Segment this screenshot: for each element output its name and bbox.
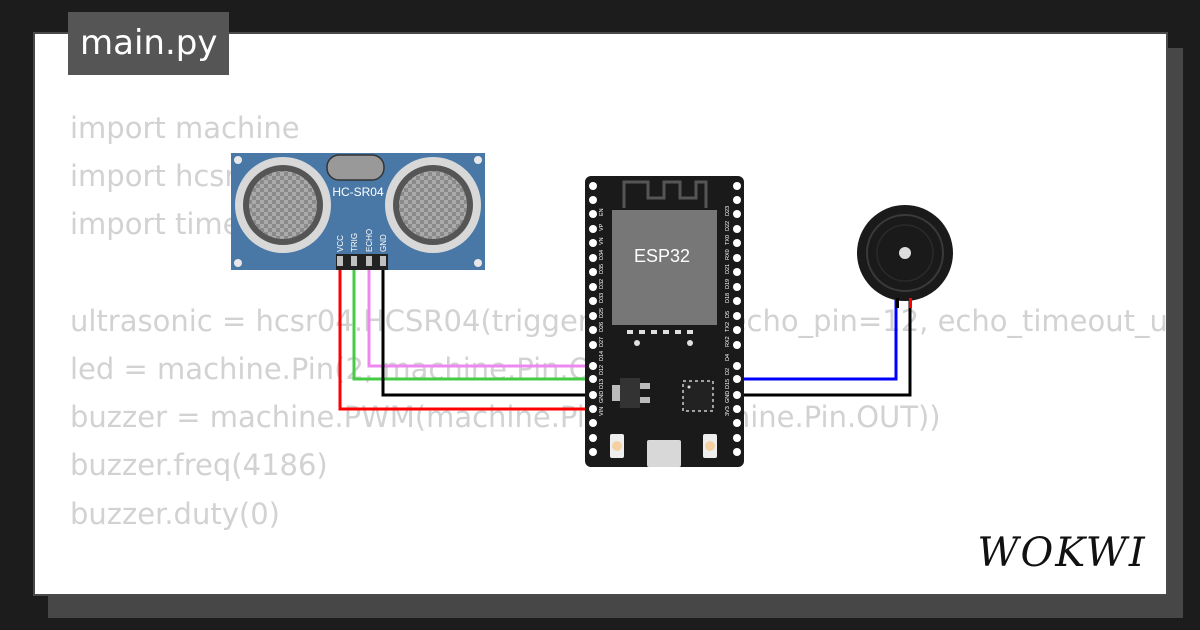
pin-label-d14: D14 (599, 351, 605, 361)
pin-label-en: EN (599, 208, 605, 216)
pin-label-d15: D15 (725, 379, 731, 389)
wire-trig[interactable] (352, 268, 593, 381)
pin-label-d5: D5 (725, 311, 731, 318)
pin-label-vin: VIN (599, 407, 605, 416)
pin-label-d25: D25 (599, 308, 605, 318)
usb-port (647, 440, 681, 467)
pin-label-3v3: 3V3 (725, 406, 731, 416)
esp32-board[interactable]: ESP32 (585, 176, 744, 467)
sensor-pin-vcc: VCC (336, 235, 345, 252)
code-line: while True: (70, 586, 1166, 594)
pin-label-vn: VN (599, 237, 605, 245)
esp32-left-pins (589, 182, 597, 456)
code-line: import time (70, 207, 241, 242)
pin-label-d13: D13 (599, 379, 605, 389)
esp32-antenna (622, 180, 708, 208)
buzzer-center (899, 247, 911, 259)
sensor-transducer-left (235, 157, 331, 253)
esp32-left-pin-labels: EN VP VN D34 D35 D32 D33 D25 D26 D27 D14… (599, 208, 605, 416)
wire-vcc[interactable] (338, 268, 593, 411)
pin-label-d33: D33 (599, 293, 605, 303)
sensor-pin-labels: VCC TRIG ECHO GND (336, 229, 388, 252)
pin-label-rx2: RX2 (725, 336, 731, 347)
esp32-module (612, 210, 717, 325)
pin-label-d23: D23 (725, 206, 731, 216)
esp32-module-pads (627, 330, 693, 346)
esp32-right-pins (733, 182, 741, 456)
code-line: buzzer.freq(4186) (70, 448, 328, 483)
pin-label-d4: D4 (725, 354, 731, 361)
sensor-pin-gnd: GND (379, 234, 388, 252)
pin-label-tx0: TX0 (725, 235, 731, 245)
esp32-regulator (612, 378, 650, 408)
esp32-usb-chip (682, 380, 714, 412)
pin-label-vp: VP (599, 223, 605, 231)
pin-label-d26: D26 (599, 322, 605, 332)
pin-label-d2: D2 (725, 368, 731, 375)
pin-label-tx2: TX2 (725, 322, 731, 332)
pin-label-d22: D22 (725, 221, 731, 231)
sensor-label: HC-SR04 (332, 185, 384, 199)
wires (338, 268, 912, 411)
sensor-pin-echo: ECHO (365, 229, 374, 252)
esp32-buttons (610, 434, 717, 458)
pin-label-gnd-right: GND (725, 391, 731, 403)
pin-label-d12: D12 (599, 365, 605, 375)
sensor-transducer-right (385, 157, 481, 253)
pin-label-d32: D32 (599, 279, 605, 289)
sensor-crystal (326, 154, 385, 181)
pin-label-d27: D27 (599, 337, 605, 347)
buzzer[interactable] (857, 205, 953, 308)
pin-label-d19: D19 (725, 279, 731, 289)
esp32-right-pin-labels: D23 D22 TX0 RX0 D21 D19 D18 D5 TX2 RX2 D… (725, 206, 731, 416)
wire-echo[interactable] (367, 268, 593, 368)
wire-gnd[interactable] (381, 268, 593, 397)
wire-buzzer-signal[interactable] (737, 300, 898, 381)
wokwi-logo: WOKWI (977, 530, 1146, 576)
wire-buzzer-gnd[interactable] (737, 300, 912, 397)
ultrasonic-sensor[interactable]: HC-SR04 VCC TRIG ECHO GND (231, 153, 485, 270)
esp32-label: ESP32 (634, 246, 690, 266)
sensor-pin-trig: TRIG (350, 233, 359, 252)
pin-label-d21: D21 (725, 264, 731, 274)
pin-label-d18: D18 (725, 293, 731, 303)
pin-label-gnd-left: GND (599, 391, 605, 403)
code-line: import machine (70, 111, 300, 145)
code-line: buzzer.duty(0) (70, 496, 280, 531)
pin-label-d34: D34 (599, 250, 605, 260)
file-tab[interactable]: main.py (68, 12, 230, 75)
pin-label-d35: D35 (599, 264, 605, 274)
pin-label-rx0: RX0 (725, 249, 731, 260)
wokwi-logo-text: WOKWI (977, 530, 1146, 576)
